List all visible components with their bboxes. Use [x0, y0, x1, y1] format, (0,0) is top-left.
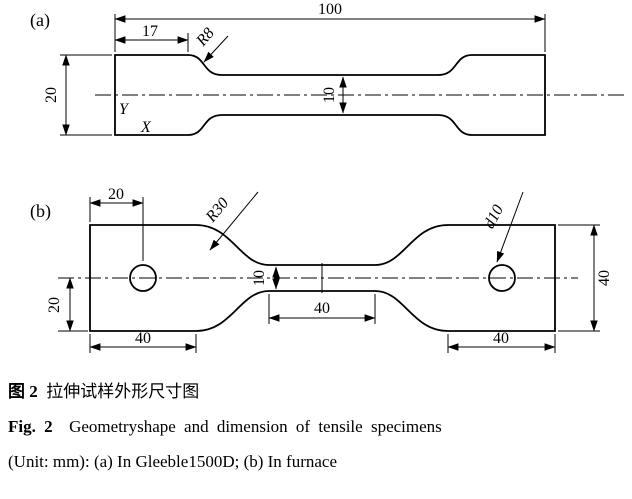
dim-a-fillet: R8 [193, 25, 229, 63]
dim-b-gauge-width: 10 [251, 266, 280, 290]
dim-b-hole-offset-label: 20 [108, 186, 124, 203]
dim-a-overall: 100 [114, 1, 546, 52]
panel-a-label: (a) [30, 10, 50, 31]
dim-b-gauge-length-label: 40 [314, 300, 330, 317]
left-hole [129, 264, 157, 292]
panel-b-label: (b) [30, 201, 51, 222]
dim-b-gauge-length: 40 [268, 294, 376, 324]
caption-en-line2: (Unit: mm): (a) In Gleeble1500D; (b) In … [8, 452, 338, 471]
dim-b-left-grip-label: 40 [135, 330, 151, 347]
specimen-b-outline [89, 224, 556, 332]
dim-b-gauge-width-label: 10 [251, 270, 268, 286]
caption-zh-label: 图 2 [8, 382, 38, 401]
dim-b-hole-diameter-label: d10 [481, 202, 507, 231]
dim-b-right-grip-label: 40 [493, 330, 509, 347]
caption-en: Fig. 2 Geometryshape and dimension of te… [8, 409, 622, 444]
dim-b-fillet-label: R30 [202, 195, 232, 226]
specimen-a-outline [114, 54, 546, 136]
dim-b-hole-diameter: d10 [481, 191, 524, 263]
axis-x-label: X [140, 119, 152, 136]
caption-en-label: Fig. 2 [8, 417, 53, 436]
dim-b-width: 40 [558, 224, 613, 332]
caption-en-text: Geometryshape and dimension of tensile s… [69, 417, 442, 436]
dim-a-width: 20 [43, 54, 112, 136]
figure-b: (b) 20 R30 10 [30, 186, 613, 353]
dim-b-half-width-label: 20 [46, 297, 63, 313]
right-hole [488, 264, 516, 292]
figure-caption: 图 2 拉伸试样外形尺寸图 Fig. 2 Geometryshape and d… [0, 372, 632, 479]
caption-zh-text: 拉伸试样外形尺寸图 [46, 382, 200, 401]
specimen-drawing: (a) 100 17 R8 [30, 1, 628, 353]
dim-a-overall-label: 100 [318, 1, 342, 18]
dim-b-right-grip: 40 [447, 330, 556, 353]
dim-b-left-grip: 40 [89, 330, 197, 353]
dim-a-grip-label: 17 [142, 23, 158, 40]
dim-a-fillet-label: R8 [193, 25, 218, 50]
dim-a-gauge-width-label: 10 [321, 87, 338, 103]
dim-a-grip: 17 [114, 23, 189, 52]
axis-y-label: Y [119, 101, 130, 118]
dim-a-gauge-width: 10 [321, 76, 347, 114]
dim-b-half-width: 20 [46, 277, 88, 332]
dim-b-width-label: 40 [596, 270, 613, 286]
figure-a: (a) 100 17 R8 [30, 1, 628, 136]
dim-b-hole-offset: 20 [89, 186, 144, 261]
dim-a-width-label: 20 [43, 87, 60, 103]
caption-zh: 图 2 拉伸试样外形尺寸图 [8, 374, 622, 409]
